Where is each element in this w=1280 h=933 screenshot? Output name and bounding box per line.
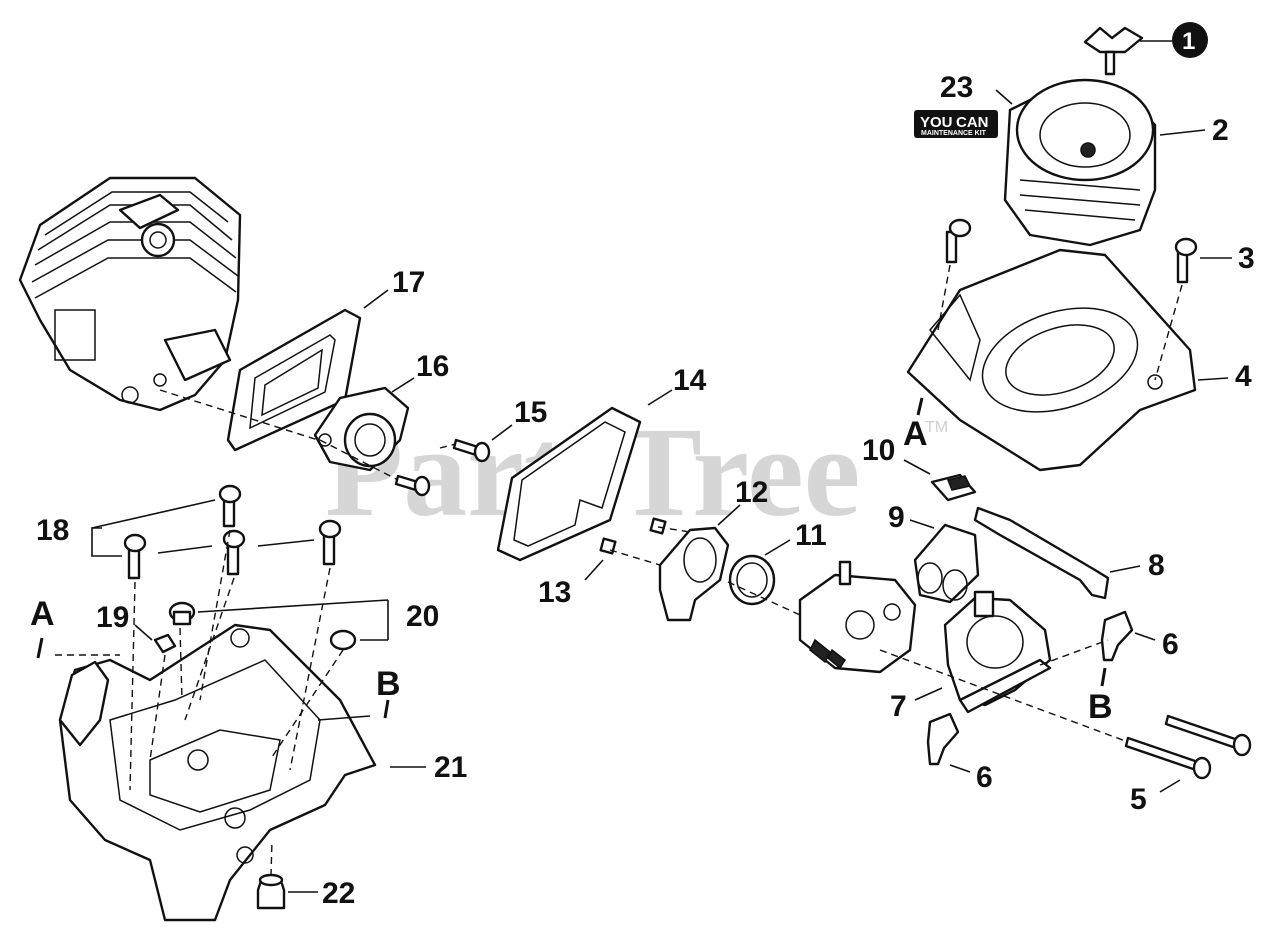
callout-18: 18	[36, 514, 69, 547]
reference-letter-a-right: A	[903, 415, 928, 453]
adapter-12-part[interactable]	[658, 526, 730, 622]
housing-21-part[interactable]	[58, 623, 377, 922]
callout-1: 1	[1182, 28, 1195, 55]
boot-9-part[interactable]	[913, 523, 980, 604]
fitting-6b-part[interactable]	[926, 712, 960, 766]
assembly-lines	[55, 264, 1183, 877]
callout-12: 12	[735, 476, 768, 509]
screw-3a-part[interactable]	[945, 218, 972, 264]
reference-marks	[36, 397, 1107, 719]
callout-15: 15	[514, 396, 547, 429]
watermark-trademark: TM	[925, 419, 948, 436]
screw-18d-part[interactable]	[318, 519, 342, 566]
ring-11-part[interactable]	[728, 554, 776, 606]
callout-10: 10	[862, 434, 895, 467]
callout-5: 5	[1130, 783, 1147, 816]
bolt-15b-part[interactable]	[394, 474, 431, 497]
maintenance-kit-badge: YOU CAN MAINTENANCE KIT	[914, 110, 998, 138]
callout-7: 7	[890, 690, 907, 723]
callout-21: 21	[434, 751, 467, 784]
callout-13: 13	[538, 576, 571, 609]
callout-1-circle	[1172, 22, 1208, 58]
air-filter-2-part[interactable]	[1003, 78, 1157, 247]
callout-17: 17	[392, 266, 425, 299]
callout-22: 22	[322, 877, 355, 910]
reference-letter-b-right: B	[1088, 688, 1113, 726]
intake-manifold-16-part[interactable]	[313, 386, 410, 472]
callout-23: 23	[940, 71, 973, 104]
callout-4: 4	[1235, 360, 1252, 393]
carburetor-7-part[interactable]	[798, 560, 917, 674]
callout-3: 3	[1238, 242, 1255, 275]
bolt-15-part[interactable]	[452, 438, 491, 463]
callout-11: 11	[795, 519, 827, 552]
nut-13b-part[interactable]	[649, 517, 667, 535]
kit-badge-subtitle: MAINTENANCE KIT	[921, 130, 987, 137]
callout-9: 9	[888, 501, 905, 534]
grommet-20b-part[interactable]	[329, 629, 357, 651]
callout-6-lower: 6	[976, 761, 993, 794]
leader-lines	[91, 40, 1232, 893]
kit-badge-you: YOU	[920, 114, 953, 131]
screw-18b-part[interactable]	[123, 533, 147, 580]
callout-19: 19	[96, 601, 129, 634]
clip-10-part[interactable]	[930, 473, 977, 502]
callout-20: 20	[406, 600, 439, 633]
callout-14: 14	[673, 364, 707, 397]
air-filter-base-4-part[interactable]	[906, 248, 1197, 472]
intake-body-7-part[interactable]	[943, 590, 1052, 714]
callout-2: 2	[1212, 114, 1229, 147]
kit-badge-can: CAN	[956, 114, 989, 131]
gasket-14-part[interactable]	[496, 406, 642, 562]
screw-5b-part[interactable]	[1124, 736, 1212, 780]
callout-16: 16	[416, 350, 449, 383]
screw-18a-part[interactable]	[218, 484, 242, 528]
screw-5a-part[interactable]	[1164, 714, 1252, 757]
nut-13-part[interactable]	[599, 537, 617, 555]
callout-8: 8	[1148, 549, 1165, 582]
bumper-22-part[interactable]	[256, 873, 286, 910]
nut-19-part[interactable]	[153, 633, 177, 654]
reference-letter-a-left: A	[30, 595, 55, 633]
grommet-20a-part[interactable]	[168, 601, 196, 626]
fitting-6a-part[interactable]	[1100, 610, 1134, 662]
wing-nut-1-part[interactable]	[1083, 26, 1144, 76]
rod-8-part[interactable]	[973, 506, 1110, 600]
screw-18c-part[interactable]	[222, 529, 246, 576]
callout-6-upper: 6	[1162, 628, 1179, 661]
reference-letter-b-left: B	[376, 665, 401, 703]
screw-3b-part[interactable]	[1174, 237, 1198, 284]
cylinder-part[interactable]	[18, 176, 242, 412]
